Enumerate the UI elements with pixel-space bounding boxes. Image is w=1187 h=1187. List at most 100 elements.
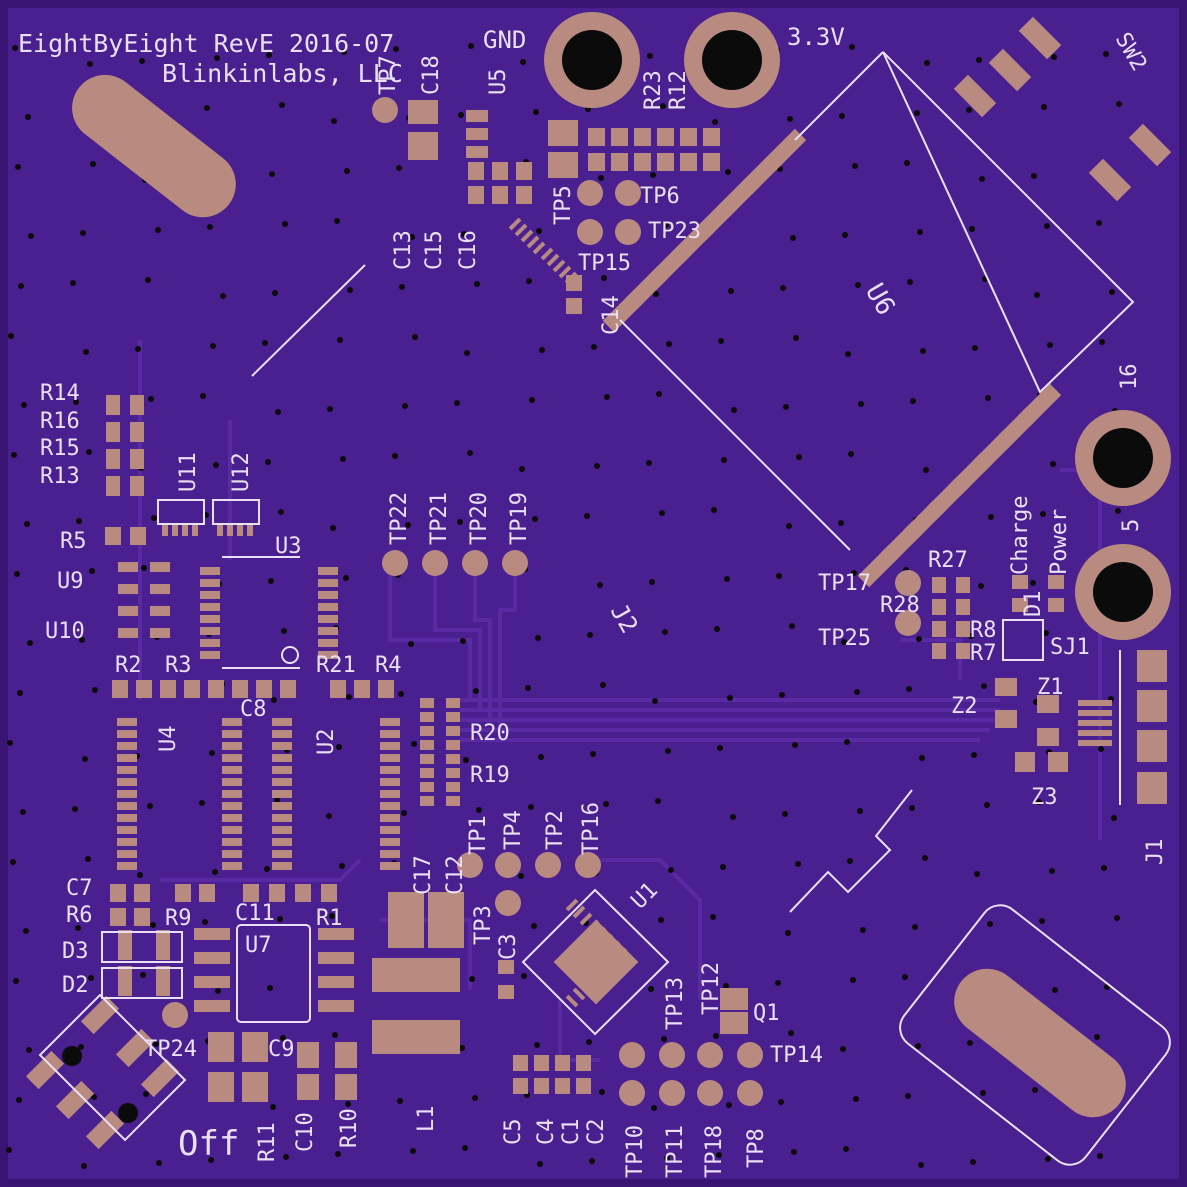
c-row-b <box>468 186 484 204</box>
via <box>603 801 609 807</box>
label-tp19: TP19 <box>507 492 532 545</box>
via <box>666 341 672 347</box>
u7-left <box>194 976 230 988</box>
u4-left-pins <box>117 838 137 846</box>
via <box>860 927 866 933</box>
r20-array-b <box>446 712 460 722</box>
via <box>16 1097 22 1103</box>
via <box>659 510 665 516</box>
via <box>331 118 337 124</box>
via <box>972 345 978 351</box>
j1-shield <box>1137 650 1167 682</box>
r-row-mid <box>657 153 674 171</box>
u11-pin <box>162 524 168 536</box>
c-row <box>468 162 484 180</box>
via <box>601 275 607 281</box>
label-tp4: TP4 <box>501 810 526 850</box>
via <box>467 450 473 456</box>
r20-array-b <box>446 782 460 792</box>
r20-array <box>420 726 434 736</box>
u11-pin <box>172 524 178 536</box>
u2-far-pins <box>380 778 400 786</box>
r20-array-b <box>446 796 460 806</box>
r10-pad <box>335 1042 357 1068</box>
r-row-r4 <box>330 680 346 698</box>
label-tp24: TP24 <box>144 1037 197 1062</box>
via <box>330 525 336 531</box>
sw2-pad <box>988 48 1032 92</box>
via <box>143 1091 149 1097</box>
r20-array <box>420 782 434 792</box>
via <box>212 869 218 875</box>
board-company: Blinkinlabs, LLC <box>162 59 403 88</box>
c11-row <box>321 884 337 902</box>
via <box>1097 1153 1103 1159</box>
u4-left-pins <box>117 814 137 822</box>
via <box>15 164 21 170</box>
via <box>1047 342 1053 348</box>
via <box>650 172 656 178</box>
via <box>1114 915 1120 921</box>
via <box>590 751 596 757</box>
via <box>409 234 415 240</box>
via <box>262 340 268 346</box>
via <box>731 407 737 413</box>
via <box>1116 101 1122 107</box>
r20-array <box>420 796 434 806</box>
u2-left-pins <box>222 814 242 822</box>
u4-left-pins <box>117 862 137 870</box>
via <box>789 623 795 629</box>
r6-pad-b <box>134 908 150 926</box>
via <box>472 1095 478 1101</box>
u9-left <box>118 584 138 594</box>
via <box>717 745 723 751</box>
label-tp2: TP2 <box>543 810 568 850</box>
via <box>727 695 733 701</box>
label-c1: C1 <box>559 1119 584 1146</box>
via <box>410 1148 416 1154</box>
via <box>604 394 610 400</box>
u6-pad-top <box>602 289 646 333</box>
usb-pin <box>1078 740 1112 746</box>
label-c13: C13 <box>391 230 416 270</box>
r20-array <box>420 712 434 722</box>
u11-pin <box>192 524 198 536</box>
label-c3: C3 <box>496 934 521 961</box>
label-d1: D1 <box>1021 591 1046 618</box>
via <box>646 460 652 466</box>
via <box>776 573 782 579</box>
u5-pad <box>548 120 578 146</box>
label-r28: R28 <box>880 593 920 618</box>
sw2-pad <box>1018 16 1062 60</box>
u7-right <box>318 976 354 988</box>
label-c7: C7 <box>66 876 93 901</box>
via <box>976 57 982 63</box>
u5-qfn-pin <box>532 241 546 255</box>
j1-shield <box>1137 690 1167 722</box>
via <box>600 682 606 688</box>
label-d3: D3 <box>62 939 89 964</box>
via <box>791 1149 797 1155</box>
usb-pin <box>1078 720 1112 726</box>
via <box>924 60 930 66</box>
via <box>460 638 466 644</box>
r6-pad <box>110 908 126 926</box>
via <box>971 752 977 758</box>
r-array-right <box>130 395 144 415</box>
via <box>597 582 603 588</box>
via <box>220 293 226 299</box>
u2-right-pins <box>272 766 292 774</box>
r27-array <box>932 577 946 593</box>
via <box>135 346 141 352</box>
via <box>526 278 532 284</box>
via <box>661 1036 667 1042</box>
via <box>28 233 34 239</box>
via <box>1096 220 1102 226</box>
via <box>844 739 850 745</box>
u5-pad-b <box>548 152 578 178</box>
label-tp22: TP22 <box>387 492 412 545</box>
u4-left-pins <box>117 778 137 786</box>
u2-far-pins <box>380 730 400 738</box>
via <box>199 800 205 806</box>
